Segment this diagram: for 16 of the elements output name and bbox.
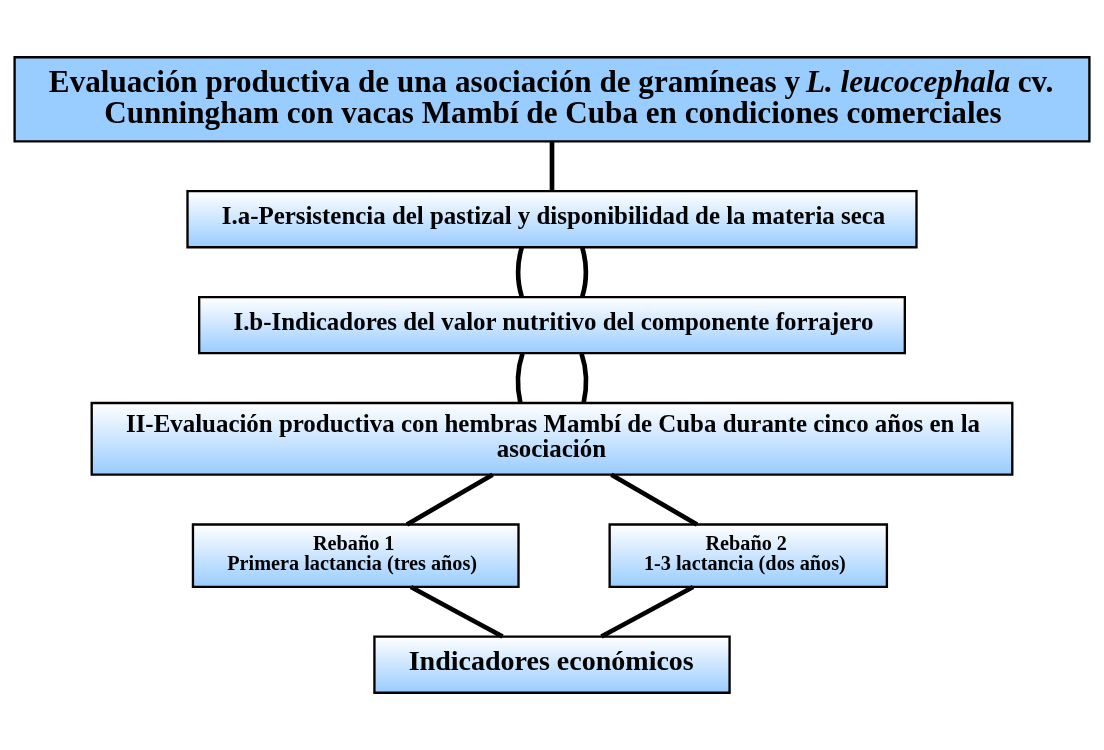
connector	[405, 472, 494, 527]
connector	[580, 247, 589, 298]
node-box: II-Evaluación productiva con hembras Mambí de Cuba durante cinco años en la asociación	[90, 401, 1014, 476]
connector	[610, 472, 699, 527]
connector	[549, 141, 555, 191]
connector	[579, 352, 589, 404]
connector	[409, 584, 504, 639]
node-box: Rebaño 2 1-3 lactancia (dos años)	[608, 523, 889, 588]
node-box: Indicadores económicos	[373, 635, 731, 694]
node-box: Rebaño 1 Primera lactancia (tres años)	[191, 523, 520, 588]
node-box: Evaluación productiva de una asociación de gramíneas y L. leucocephala cv. Cunningham con vacas Mambí de Cuba en condiciones comerciales	[13, 56, 1091, 143]
connector	[515, 352, 525, 404]
node-box: I.b-Indicadores del valor nutritivo del componente forrajero	[198, 295, 906, 355]
node-box: I.a-Persistencia del pastizal y disponibilidad de la materia seca	[186, 190, 918, 249]
connector	[600, 584, 695, 639]
connector	[515, 247, 524, 298]
